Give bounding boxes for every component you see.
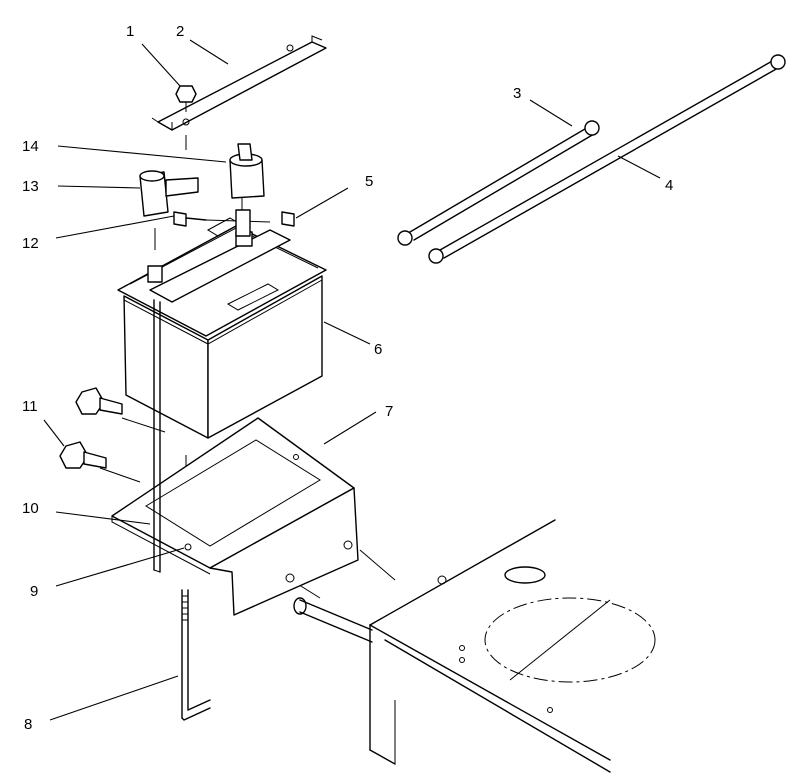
hold-down-bracket — [151, 35, 327, 131]
leader-13 — [57, 185, 141, 189]
hex-nut — [175, 85, 197, 112]
leader-12 — [55, 215, 175, 239]
terminal-boot-positive — [229, 143, 265, 199]
terminal-nut — [235, 209, 295, 237]
frame-chassis — [369, 519, 656, 773]
battery-cable-long — [428, 54, 786, 264]
callout-13: 13 — [22, 178, 39, 195]
callout-14: 14 — [22, 138, 39, 155]
leader-14 — [57, 145, 227, 163]
flange-bolt-upper — [75, 387, 123, 415]
callout-12: 12 — [22, 235, 39, 252]
j-bolt — [181, 589, 211, 721]
callout-7: 7 — [385, 403, 393, 420]
callout-9: 9 — [30, 583, 38, 600]
terminal-boot-negative — [139, 170, 199, 217]
callout-11: 11 — [22, 398, 38, 415]
leader-9 — [55, 547, 185, 587]
callout-6: 6 — [374, 341, 382, 358]
leader-7 — [323, 411, 377, 445]
leader-8 — [49, 675, 179, 721]
leader-3 — [529, 99, 573, 127]
leader-1 — [141, 43, 181, 87]
callout-4: 4 — [665, 177, 673, 194]
callout-10: 10 — [22, 500, 39, 517]
leader-2 — [189, 39, 229, 65]
callout-8: 8 — [24, 716, 32, 733]
callout-5: 5 — [365, 173, 373, 190]
flange-bolt-lower — [59, 441, 107, 469]
callout-1: 1 — [126, 23, 134, 40]
callout-2: 2 — [176, 23, 184, 40]
terminal-bolt — [173, 211, 271, 227]
battery-tray — [111, 417, 373, 643]
leader-10 — [55, 511, 151, 525]
leader-4 — [617, 155, 661, 179]
leader-6 — [323, 321, 371, 345]
leader-5 — [295, 187, 349, 219]
leader-11 — [43, 419, 65, 447]
leader-lines — [43, 39, 661, 721]
callout-labels: 1 2 3 4 5 6 7 8 9 10 11 12 13 14 — [22, 23, 673, 733]
battery-cable-short — [397, 120, 600, 246]
callout-3: 3 — [513, 85, 521, 102]
